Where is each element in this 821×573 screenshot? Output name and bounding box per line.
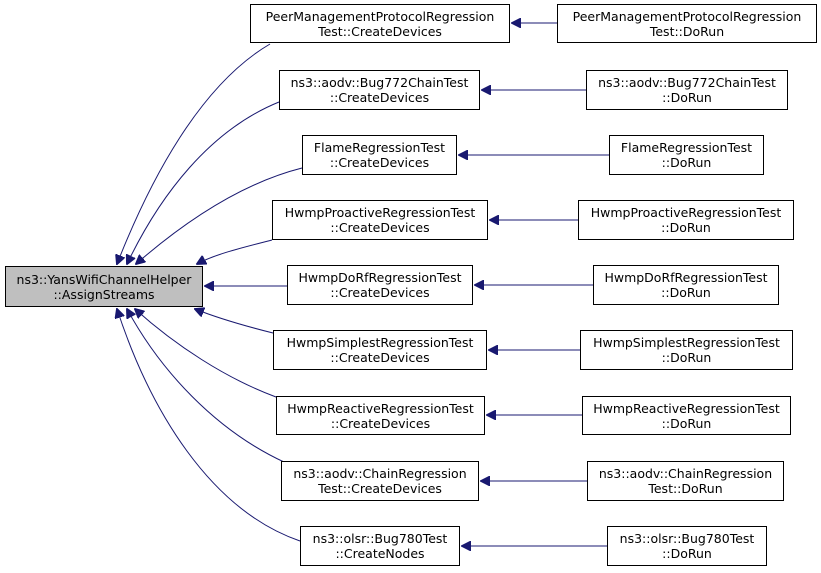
caller-node-line2: ::CreateDevices [330,285,430,300]
caller-node-line1: HwmpReactiveRegressionTest [287,400,474,416]
root-node[interactable]: ns3::YansWifiChannelHelper ::AssignStrea… [5,266,203,307]
caller-node[interactable]: ns3::aodv::ChainRegression Test::CreateD… [281,461,479,501]
runner-node-line2: ::DoRun [661,155,712,170]
caller-node-line2: ::CreateDevices [330,220,430,235]
runner-node[interactable]: HwmpReactiveRegressionTest ::DoRun [582,396,791,435]
runner-node-line1: PeerManagementProtocolRegression [572,8,802,24]
runner-node-line1: HwmpSimplestRegressionTest [593,335,780,350]
runner-node-line2: ::DoRun [661,350,712,365]
caller-to-root-edge [127,101,280,264]
caller-node[interactable]: PeerManagementProtocolRegression Test::C… [250,4,510,43]
runner-node-line2: ::DoRun [661,415,712,431]
runner-node-line2: ::DoRun [662,90,712,105]
caller-node-line1: ns3::olsr::Bug780Test [312,531,448,546]
runner-node-line2: Test::DoRun [648,481,723,496]
caller-node-line1: HwmpProactiveRegressionTest [284,205,476,220]
caller-node[interactable]: HwmpReactiveRegressionTest ::CreateDevic… [276,396,485,435]
caller-node-line2: ::CreateDevices [330,350,430,365]
caller-node-line1: PeerManagementProtocolRegression [265,8,495,24]
caller-to-root-edge [127,309,285,463]
runner-node[interactable]: FlameRegressionTest ::DoRun [609,135,764,175]
caller-node[interactable]: ns3::aodv::Bug772ChainTest ::CreateDevic… [279,70,480,110]
runner-node-line1: HwmpReactiveRegressionTest [593,400,780,416]
caller-node-line2: ::CreateDevices [329,155,430,170]
caller-to-root-edge [195,309,274,334]
caller-node-line2: Test::CreateDevices [318,481,442,496]
caller-node-line2: ::CreateNodes [335,546,425,561]
runner-node[interactable]: HwmpDoRfRegressionTest ::DoRun [593,265,779,305]
caller-node-line2: Test::CreateDevices [318,23,442,39]
runner-node-line2: ::DoRun [661,285,711,300]
caller-to-root-edge [136,167,303,264]
runner-node[interactable]: ns3::aodv::ChainRegression Test::DoRun [587,461,784,501]
runner-node[interactable]: PeerManagementProtocolRegression Test::D… [557,4,817,43]
caller-node-line1: HwmpSimplestRegressionTest [286,335,474,350]
runner-node-line2: ::DoRun [662,546,712,561]
runner-node[interactable]: ns3::aodv::Bug772ChainTest ::DoRun [586,70,788,110]
runner-node[interactable]: HwmpProactiveRegressionTest ::DoRun [578,200,794,240]
caller-node[interactable]: FlameRegressionTest ::CreateDevices [302,135,457,175]
runner-node-line1: ns3::olsr::Bug780Test [619,531,755,546]
runner-node-line2: ::DoRun [661,220,711,235]
caller-to-root-edge [117,309,301,542]
caller-node-line1: ns3::aodv::ChainRegression [293,466,467,481]
root-node-line2: ::AssignStreams [53,286,155,302]
runner-node[interactable]: HwmpSimplestRegressionTest ::DoRun [580,330,793,370]
caller-node-line1: FlameRegressionTest [313,140,446,155]
runner-node[interactable]: ns3::olsr::Bug780Test ::DoRun [607,526,767,566]
caller-node[interactable]: ns3::olsr::Bug780Test ::CreateNodes [300,526,460,566]
runner-node-line1: HwmpDoRfRegressionTest [604,270,768,285]
caller-node-line2: ::CreateDevices [330,415,431,431]
caller-node[interactable]: HwmpSimplestRegressionTest ::CreateDevic… [273,330,487,370]
caller-to-root-edge [197,239,273,264]
caller-node[interactable]: HwmpDoRfRegressionTest ::CreateDevices [287,265,473,305]
root-node-line1: ns3::YansWifiChannelHelper [16,271,192,287]
caller-node-line1: HwmpDoRfRegressionTest [298,270,462,285]
runner-node-line1: ns3::aodv::ChainRegression [598,466,773,481]
runner-node-line2: Test::DoRun [649,23,725,39]
runner-node-line1: HwmpProactiveRegressionTest [590,205,782,220]
caller-to-root-edge [117,43,271,264]
caller-node-line1: ns3::aodv::Bug772ChainTest [290,75,469,90]
caller-to-root-edge [135,309,277,398]
caller-node-line2: ::CreateDevices [329,90,430,105]
caller-node[interactable]: HwmpProactiveRegressionTest ::CreateDevi… [272,200,488,240]
runner-node-line1: ns3::aodv::Bug772ChainTest [598,75,776,90]
runner-node-line1: FlameRegressionTest [620,140,753,155]
